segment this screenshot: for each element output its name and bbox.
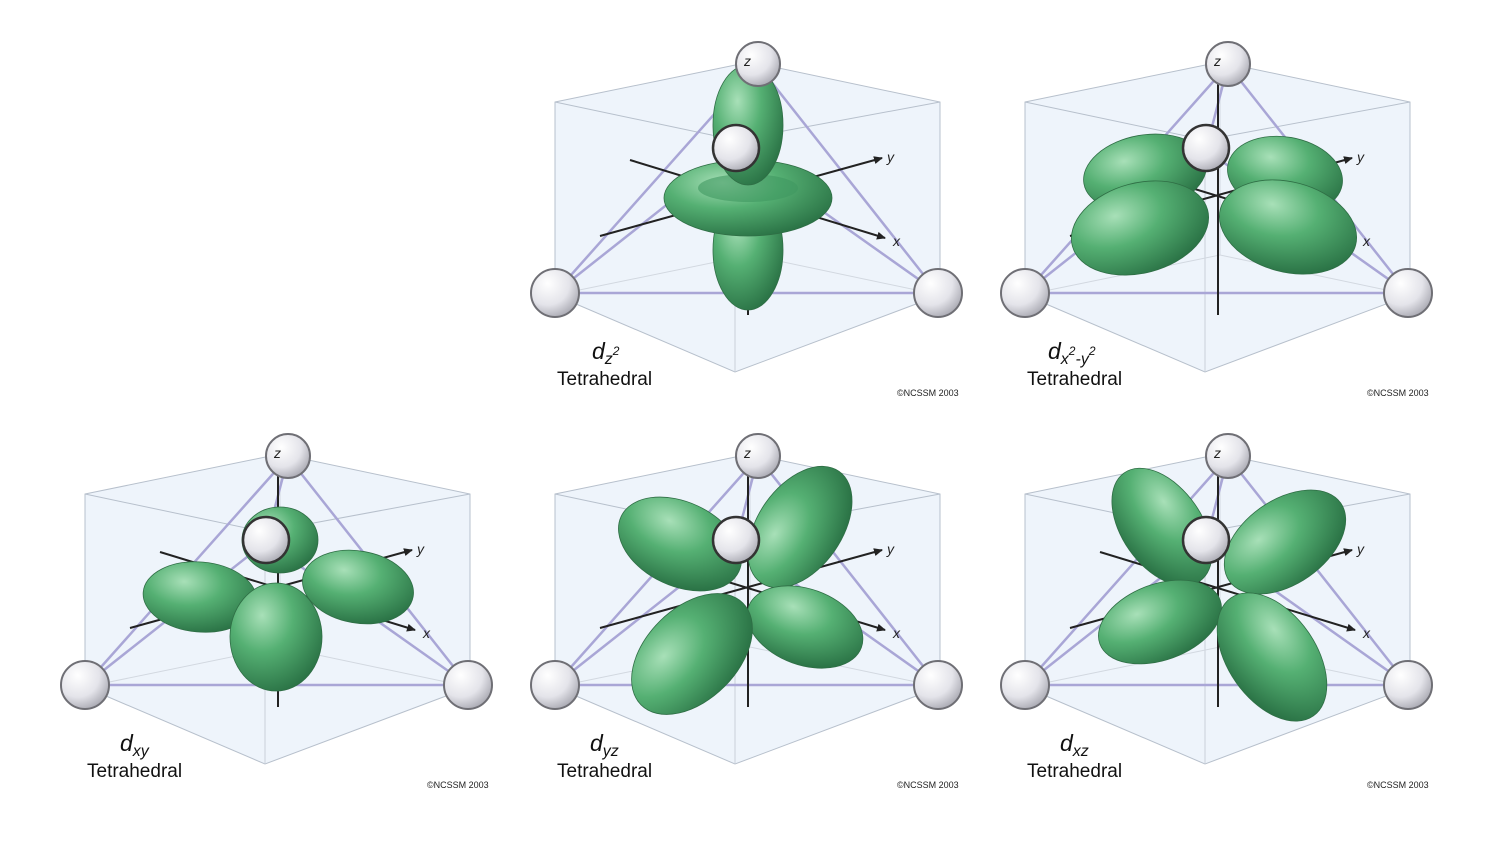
ligand-atoms xyxy=(530,41,963,318)
orbital-label: dxz xyxy=(1060,730,1089,760)
geometry-label: Tetrahedral xyxy=(1027,761,1123,782)
geometry-label: Tetrahedral xyxy=(87,761,183,782)
z-axis-label: z xyxy=(743,53,751,69)
y-axis-label: y xyxy=(886,541,895,557)
panel-dxz: z y x dxz Tetrahedral ©NCSSM 2003 xyxy=(990,432,1460,832)
orbital-label: dxy xyxy=(120,730,149,760)
orbital-label: dx2-y2 xyxy=(1048,338,1096,368)
ligand-atoms xyxy=(1000,41,1433,318)
ligand-atoms xyxy=(1000,433,1433,710)
orbital-label: dz2 xyxy=(592,338,620,368)
y-axis-label: y xyxy=(1356,541,1365,557)
panel-dx2-y2: z y x dx2-y2 Tetrahedral ©NCSSM 2003 xyxy=(990,40,1460,440)
diagram-dxy: z y x xyxy=(60,433,493,765)
tetrahedron-edges xyxy=(1024,456,1409,687)
orbital-label: dyz xyxy=(590,730,619,760)
copyright-credit: ©NCSSM 2003 xyxy=(1367,780,1429,790)
diagram-dx2-y2: z y x xyxy=(1000,41,1433,373)
y-axis-label: y xyxy=(1356,149,1365,165)
panel-dxy: z y x dxy Tetrahedral ©NCSSM 2003 xyxy=(50,432,520,832)
geometry-label: Tetrahedral xyxy=(1027,369,1123,390)
z-axis-label: z xyxy=(1213,53,1221,69)
diagram-dz2: z y x xyxy=(530,41,963,373)
x-axis-label: x xyxy=(1362,233,1371,249)
z-axis-label: z xyxy=(743,445,751,461)
diagram-dyz: z y x xyxy=(530,433,963,765)
x-axis-label: x xyxy=(1362,625,1371,641)
copyright-credit: ©NCSSM 2003 xyxy=(897,780,959,790)
y-axis-label: y xyxy=(416,541,425,557)
panel-dyz: z y x dyz Tetrahedral ©NCSSM 2003 xyxy=(520,432,990,832)
geometry-label: Tetrahedral xyxy=(557,369,653,390)
geometry-label: Tetrahedral xyxy=(557,761,653,782)
ligand-atoms xyxy=(530,433,963,710)
orbital-lobes xyxy=(618,465,864,715)
x-axis-label: x xyxy=(892,233,901,249)
copyright-credit: ©NCSSM 2003 xyxy=(897,388,959,398)
z-axis-label: z xyxy=(273,445,281,461)
copyright-credit: ©NCSSM 2003 xyxy=(427,780,489,790)
ligand-atoms xyxy=(60,433,493,710)
x-axis-label: x xyxy=(892,625,901,641)
y-axis-label: y xyxy=(886,149,895,165)
x-axis-label: x xyxy=(422,625,431,641)
z-axis-label: z xyxy=(1213,445,1221,461)
diagram-dxz: z y x xyxy=(1000,433,1433,765)
orbital-lobes xyxy=(1070,133,1358,276)
copyright-credit: ©NCSSM 2003 xyxy=(1367,388,1429,398)
panel-dz2: z y x dz2 Tetrahedral ©NCSSM 2003 xyxy=(520,40,990,440)
orbital-lobes xyxy=(1098,467,1347,722)
